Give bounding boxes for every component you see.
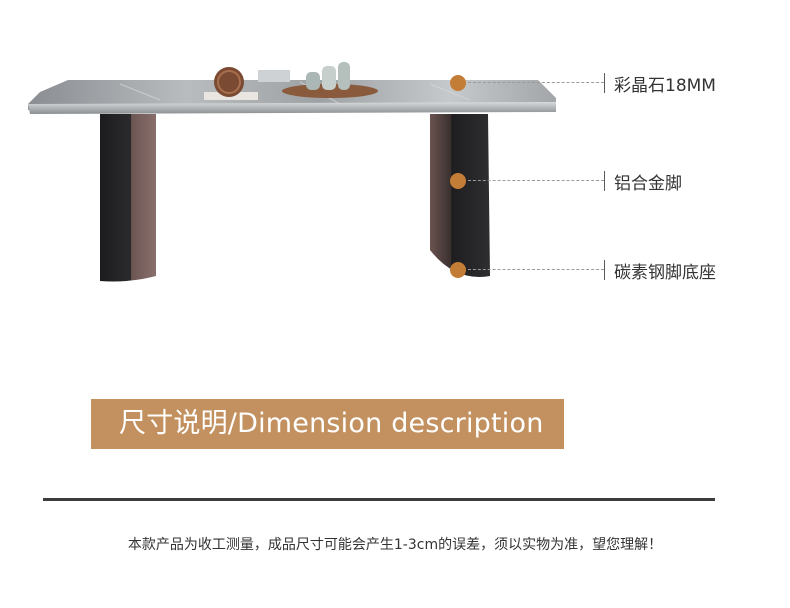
callout-leader-line (468, 180, 604, 181)
table-product-image (28, 62, 556, 282)
left-leg (100, 114, 156, 282)
right-leg (430, 114, 490, 277)
callout-label: 铝合金脚 (614, 174, 682, 194)
callout-steel-base: 碳素钢脚底座 (450, 255, 730, 285)
callout-dot-icon (450, 262, 466, 278)
measurement-note: 本款产品为收工测量，成品尺寸可能会产生1-3cm的误差，须以实物为准，望您理解！ (127, 537, 663, 553)
callout-leader-line (468, 269, 604, 270)
callout-label: 彩晶石18MM (614, 76, 716, 96)
callout-tick (604, 260, 605, 280)
callout-label: 碳素钢脚底座 (614, 263, 716, 283)
callout-dot-icon (450, 75, 466, 91)
callout-aluminum-leg: 铝合金脚 (450, 166, 730, 196)
callout-tabletop: 彩晶石18MM (450, 68, 730, 98)
callout-dot-icon (450, 173, 466, 189)
dimension-banner: 尺寸说明/Dimension description (91, 399, 564, 449)
callout-leader-line (468, 82, 604, 83)
callout-tick (604, 73, 605, 93)
table-decor (204, 62, 378, 100)
section-divider (43, 498, 715, 501)
callout-tick (604, 171, 605, 191)
